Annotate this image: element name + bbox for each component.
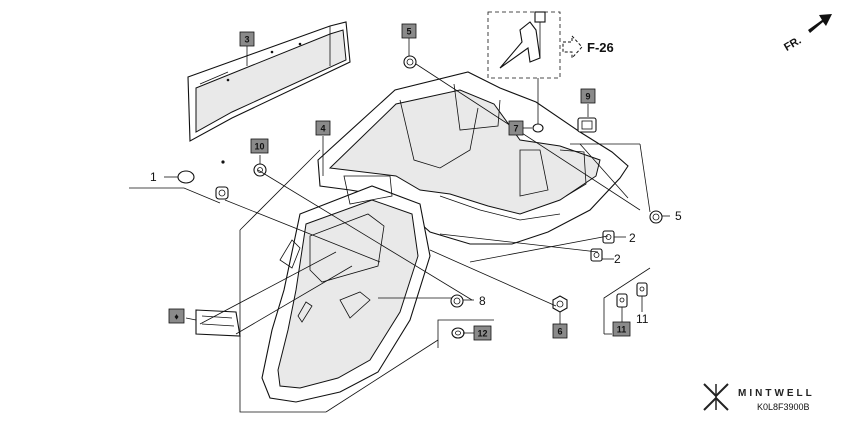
svg-text:3: 3 [244,35,249,45]
part-6-nut [552,295,568,313]
front-direction-label: FR. [782,35,803,54]
front-arrow-icon [808,14,832,33]
callout-box-4: 4 [315,120,331,136]
part-7-collar [532,123,544,133]
part-2-clip-b [590,248,603,262]
callout-box-10: 10 [250,138,269,154]
part-1-cap [177,170,195,184]
part-5-bolt-right [649,210,670,224]
reflector [195,309,241,337]
svg-text:10: 10 [254,142,264,152]
leader-lines [129,38,651,413]
part-5-bolt-top [403,55,417,69]
svg-text:♦: ♦ [174,312,179,322]
svg-text:4: 4 [320,124,325,134]
callout-box-5a: 5 [401,23,417,39]
callout-box-7: 7 [508,120,524,136]
callout-11b: 11 [636,312,649,326]
diagram-code: K0L8F3900B [757,402,810,412]
part-9-clip [577,117,597,133]
callout-box-12: 12 [473,325,492,341]
svg-text:5: 5 [406,27,411,37]
callout-1: 1 [150,170,157,184]
part-11-clip-b [636,282,648,297]
svg-text:6: 6 [557,327,562,337]
svg-text:9: 9 [585,92,590,102]
reference-arrow-icon [562,34,583,60]
part-2-clip-a [602,230,615,244]
grommet [215,160,229,200]
svg-text:11: 11 [617,325,627,335]
svg-text:12: 12 [477,329,487,339]
callout-2a: 2 [629,231,636,245]
callout-box-11a: 11 [612,321,631,337]
callout-box-reflector: ♦ [168,308,185,324]
mintwell-logo-icon [703,383,729,411]
part-12-washer [451,327,465,339]
callout-box-3: 3 [239,31,255,47]
callout-2b: 2 [614,252,621,266]
part-3-side-panel [187,21,351,142]
callout-box-6: 6 [552,323,568,339]
callout-8: 8 [479,294,486,308]
svg-text:7: 7 [513,124,518,134]
f26-bracket-group [487,11,561,124]
part-8-nut [450,294,474,308]
rear-inner-fender [261,71,629,403]
callout-box-9: 9 [580,88,596,104]
reference-label-f26: F-26 [587,40,614,55]
part-11-clip-a [616,293,628,308]
callout-5b: 5 [675,209,682,223]
watermark-text: MINTWELL [738,388,815,399]
